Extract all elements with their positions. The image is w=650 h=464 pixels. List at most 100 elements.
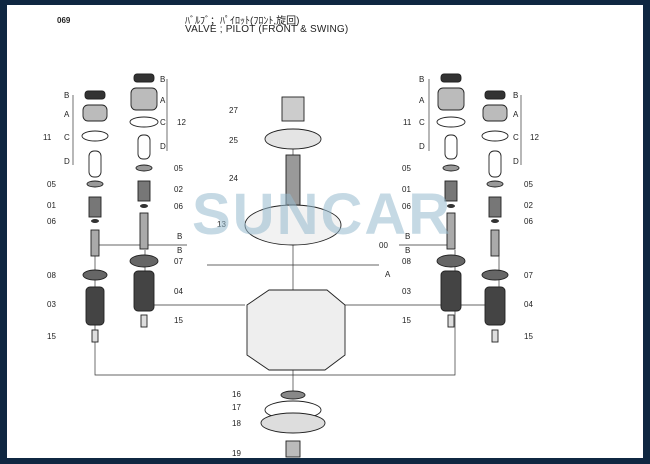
callout-li-a: A xyxy=(160,96,166,105)
left-inner-stack xyxy=(129,73,159,328)
callout-ri-06: 06 xyxy=(524,217,533,226)
callout-ri-c: C xyxy=(513,133,519,142)
callout-r-a: A xyxy=(419,96,425,105)
washer-08-3 xyxy=(436,254,466,268)
diagram-sheet: 069 ﾊﾞﾙﾌﾞ；ﾊﾟｲﾛｯﾄ(ﾌﾛﾝﾄ,旋回) VALVE ; PILOT … xyxy=(7,5,643,458)
o-ring-c-2 xyxy=(129,116,159,128)
callout-left-a: A xyxy=(64,110,70,119)
callout-li-c: C xyxy=(160,118,166,127)
nut-27 xyxy=(281,96,305,122)
callout-li-04: 04 xyxy=(174,287,183,296)
callout-r-03: 03 xyxy=(402,287,411,296)
callout-li-15: 15 xyxy=(174,316,183,325)
group-brackets xyxy=(72,79,522,165)
o-ring-c-4 xyxy=(481,130,509,142)
washer-07 xyxy=(129,254,159,268)
callout-left-11: 11 xyxy=(43,133,52,142)
pin-15 xyxy=(91,329,99,343)
callout-r-b: B xyxy=(419,75,424,84)
callout-left-03: 03 xyxy=(47,300,56,309)
spring-04-4 xyxy=(484,286,506,326)
callout-li-b: B xyxy=(160,75,165,84)
cap-b-3 xyxy=(440,73,462,83)
seal-a-2 xyxy=(130,87,158,111)
plug-d-3 xyxy=(444,134,458,160)
callout-c-27: 27 xyxy=(229,106,238,115)
callout-li-06: 06 xyxy=(174,202,183,211)
callout-c-25: 25 xyxy=(229,136,238,145)
washer-05 xyxy=(86,180,104,188)
o-ring-c xyxy=(81,130,109,142)
callout-li-07: 07 xyxy=(174,257,183,266)
ring-06-4 xyxy=(491,219,499,223)
callout-ri-b: B xyxy=(513,91,518,100)
seal-a-4 xyxy=(482,104,508,122)
callout-ri-07: 07 xyxy=(524,271,533,280)
callout-r-00: 00 xyxy=(379,241,388,250)
ring-06-3 xyxy=(447,204,455,208)
page-number: 069 xyxy=(57,16,71,25)
right-inner-stack xyxy=(481,90,509,343)
exploded-parts-diagram: B A 11 C D 05 01 06 08 03 15 B A C 12 D … xyxy=(43,73,539,458)
callout-c-24: 24 xyxy=(229,174,238,183)
pin-15-3 xyxy=(447,314,455,328)
pin-15-2 xyxy=(140,314,148,328)
ring-16 xyxy=(280,390,306,400)
callout-c-18: 18 xyxy=(232,419,241,428)
callout-li-02: 02 xyxy=(174,185,183,194)
ring-06 xyxy=(91,219,99,223)
callout-c-13: 13 xyxy=(217,220,226,229)
spring-01 xyxy=(88,196,102,218)
cap-b-4 xyxy=(484,90,506,100)
callout-ri-02: 02 xyxy=(524,201,533,210)
spring-01-3 xyxy=(444,180,458,202)
washer-05-2 xyxy=(135,164,153,172)
cap-b-2 xyxy=(133,73,155,83)
callout-labels: B A 11 C D 05 01 06 08 03 15 B A C 12 D … xyxy=(43,75,539,458)
callout-ri-12: 12 xyxy=(530,133,539,142)
washer-08 xyxy=(82,269,108,281)
plug-d-2 xyxy=(137,134,151,160)
center-stack xyxy=(244,96,346,458)
callout-left-01: 01 xyxy=(47,201,56,210)
bolt-19 xyxy=(285,440,301,458)
washer-05-3 xyxy=(442,164,460,172)
spring-03 xyxy=(85,286,105,326)
pin-15-4 xyxy=(491,329,499,343)
spool-4 xyxy=(490,229,500,257)
right-outer-stack xyxy=(436,73,466,328)
washer-07-4 xyxy=(481,269,509,281)
plate-13 xyxy=(244,204,342,246)
callout-left-c: C xyxy=(64,133,70,142)
callout-li-12: 12 xyxy=(177,118,186,127)
spool-2 xyxy=(139,212,149,250)
shaft-24 xyxy=(285,154,301,206)
callout-li-d: D xyxy=(160,142,166,151)
seal-a xyxy=(82,104,108,122)
seal-a-3 xyxy=(437,87,465,111)
callout-r-11: 11 xyxy=(403,118,412,127)
valve-body xyxy=(246,289,346,371)
callout-ri-04: 04 xyxy=(524,300,533,309)
title-japanese: ﾊﾞﾙﾌﾞ；ﾊﾟｲﾛｯﾄ(ﾌﾛﾝﾄ,旋回) xyxy=(185,16,300,27)
callout-left-b: B xyxy=(64,91,69,100)
callout-r-05: 05 xyxy=(402,164,411,173)
callout-r-c: C xyxy=(419,118,425,127)
callout-ri-d: D xyxy=(513,157,519,166)
callout-c-a: A xyxy=(385,270,391,279)
spring-02 xyxy=(137,180,151,202)
plug-d xyxy=(88,150,102,178)
callout-li-b3: B xyxy=(177,246,182,255)
callout-r-06: 06 xyxy=(402,202,411,211)
ring-06-2 xyxy=(140,204,148,208)
spool xyxy=(90,229,100,257)
callout-ri-15: 15 xyxy=(524,332,533,341)
left-outer-stack xyxy=(81,90,109,343)
spring-03-3 xyxy=(440,270,462,312)
callout-ri-a: A xyxy=(513,110,519,119)
title-english: VALVE ; PILOT (FRONT & SWING) xyxy=(185,24,349,35)
callout-r-01: 01 xyxy=(402,185,411,194)
callout-left-05: 05 xyxy=(47,180,56,189)
callout-li-05: 05 xyxy=(174,164,183,173)
spool-3 xyxy=(446,212,456,250)
